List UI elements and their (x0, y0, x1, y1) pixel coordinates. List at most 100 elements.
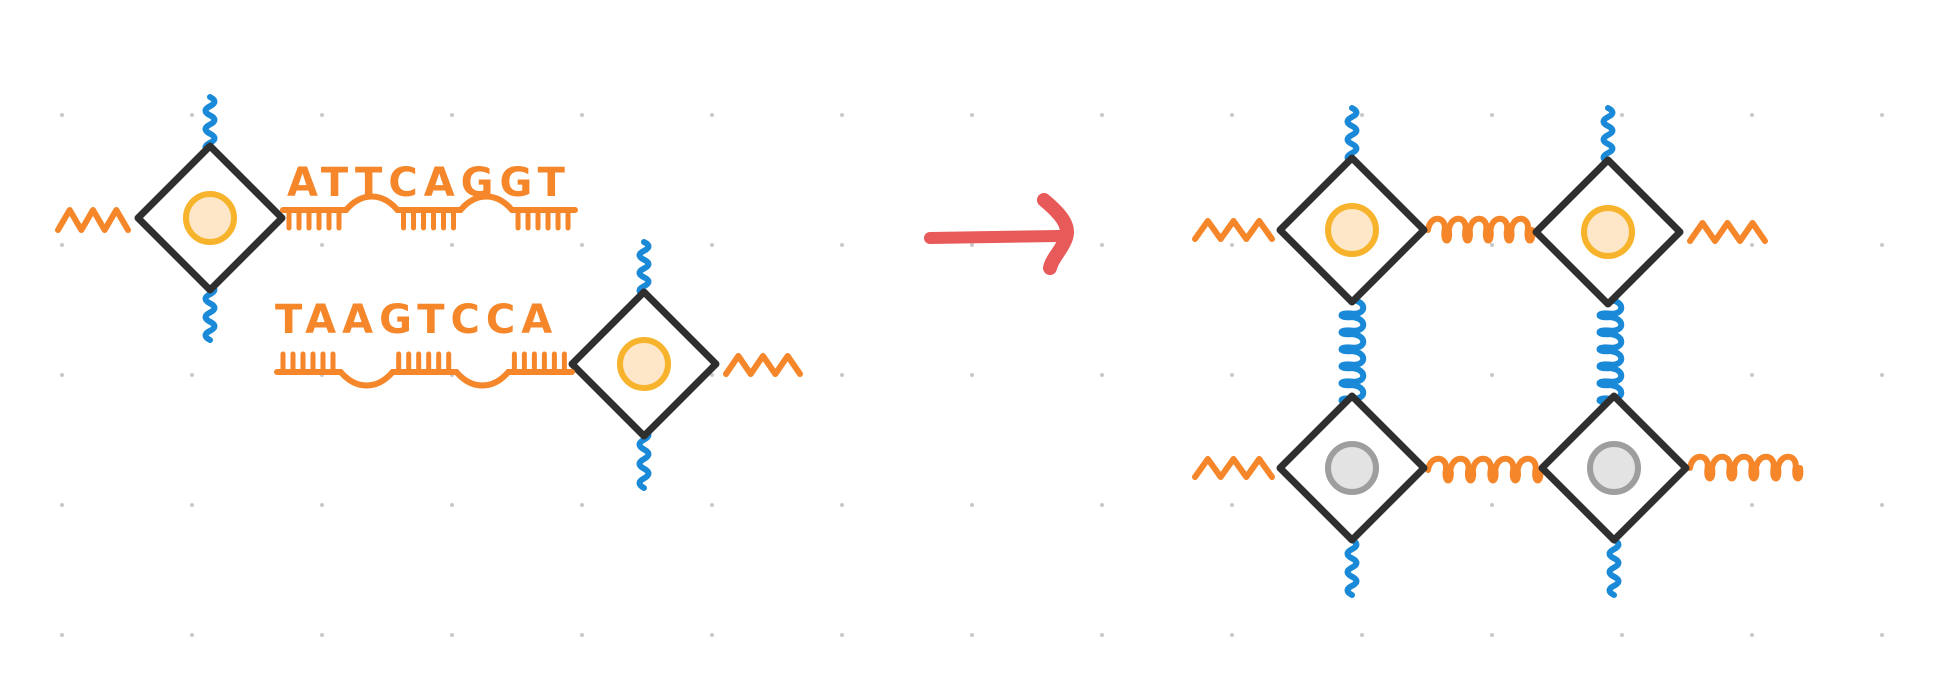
sticky-end-bottom (274, 351, 575, 389)
active-site-icon (617, 337, 671, 391)
dna-end-left-icon (1192, 218, 1275, 242)
grid-dot (840, 373, 844, 377)
lattice-node-top-left (1192, 105, 1428, 306)
grid-dot (840, 503, 844, 507)
strand-backbone (274, 369, 575, 389)
linker-bottom-icon (1344, 537, 1360, 598)
grid-dot (1490, 633, 1494, 637)
active-site-icon (1325, 203, 1379, 257)
lattice-node-bottom-left (1192, 392, 1428, 598)
grid-dot (60, 113, 64, 117)
grid-dot (190, 113, 194, 117)
grid-dot (580, 243, 584, 247)
grid-dot (320, 113, 324, 117)
active-site-icon (1581, 205, 1635, 259)
grid-dot (1880, 243, 1884, 247)
dot-grid (60, 113, 1884, 637)
node-b (568, 239, 803, 491)
grid-dot (450, 243, 454, 247)
grid-dot (970, 243, 974, 247)
node-a (55, 94, 286, 343)
helix-bonds (1338, 215, 1804, 484)
dna-end-right-icon (1687, 220, 1768, 244)
grid-dot (840, 243, 844, 247)
grid-dot (1490, 503, 1494, 507)
grid-dot (710, 633, 714, 637)
linker-top-icon (1600, 105, 1616, 165)
grid-dot (60, 633, 64, 637)
grid-dot (1750, 243, 1754, 247)
grid-dot (1230, 113, 1234, 117)
grid-dot (190, 503, 194, 507)
grid-dot (1230, 373, 1234, 377)
left-panel: ATTCAGGT TAAGTCCA (55, 94, 803, 491)
grid-dot (190, 373, 194, 377)
grid-dot (1750, 633, 1754, 637)
helix-bond-icon (1596, 297, 1625, 406)
grid-dot (1750, 503, 1754, 507)
linker-bottom-icon (1606, 537, 1622, 598)
grid-dot (970, 373, 974, 377)
strand-top-sequence: ATTCAGGT (287, 160, 571, 206)
grid-dot (1100, 243, 1104, 247)
right-panel (1192, 105, 1804, 598)
grid-dot (580, 633, 584, 637)
grid-dot (1620, 633, 1624, 637)
grid-dot (970, 113, 974, 117)
linker-top-icon (1344, 105, 1360, 165)
grid-dot (320, 503, 324, 507)
grid-dot (1490, 373, 1494, 377)
helix-bond-icon (1425, 215, 1536, 244)
strand-backbone (280, 193, 578, 213)
grid-dot (840, 113, 844, 117)
grid-dot (1360, 113, 1364, 117)
inactive-site-icon (1325, 441, 1379, 495)
strand-bottom-sequence: TAAGTCCA (275, 297, 558, 343)
grid-dot (580, 113, 584, 117)
grid-dot (60, 503, 64, 507)
grid-dot (1620, 113, 1624, 117)
grid-dot (840, 633, 844, 637)
grid-dot (1360, 633, 1364, 637)
dna-end-right-icon (723, 353, 803, 377)
grid-dot (1100, 373, 1104, 377)
grid-dot (60, 243, 64, 247)
grid-dot (1230, 503, 1234, 507)
lattice-node-top-right (1532, 105, 1768, 308)
grid-dot (710, 373, 714, 377)
grid-dot (60, 373, 64, 377)
linker-bottom-icon (202, 282, 218, 343)
dna-end-left-icon (55, 207, 131, 233)
grid-dot (1880, 633, 1884, 637)
grid-dot (970, 633, 974, 637)
helix-bond-icon (1425, 455, 1544, 484)
grid-dot (970, 503, 974, 507)
grid-dot (450, 503, 454, 507)
grid-dot (710, 113, 714, 117)
grid-dot (1880, 503, 1884, 507)
lattice-node-bottom-right (1538, 392, 1690, 598)
grid-dot (1100, 113, 1104, 117)
helix-bond-icon (1687, 453, 1804, 482)
grid-dot (1490, 243, 1494, 247)
sticky-end-top (280, 193, 578, 231)
reaction-arrow-icon (924, 193, 1074, 275)
grid-dot (450, 633, 454, 637)
grid-dot (1100, 503, 1104, 507)
helix-bond-icon (1338, 297, 1367, 406)
grid-dot (320, 633, 324, 637)
active-site-icon (183, 191, 237, 245)
grid-dot (450, 113, 454, 117)
grid-dot (710, 503, 714, 507)
grid-dot (1490, 113, 1494, 117)
grid-dot (190, 633, 194, 637)
grid-dot (1880, 373, 1884, 377)
grid-dot (710, 243, 714, 247)
grid-dot (320, 243, 324, 247)
grid-dot (1230, 243, 1234, 247)
inactive-site-icon (1587, 441, 1641, 495)
grid-dot (1750, 373, 1754, 377)
grid-dot (1100, 633, 1104, 637)
grid-dot (1230, 633, 1234, 637)
